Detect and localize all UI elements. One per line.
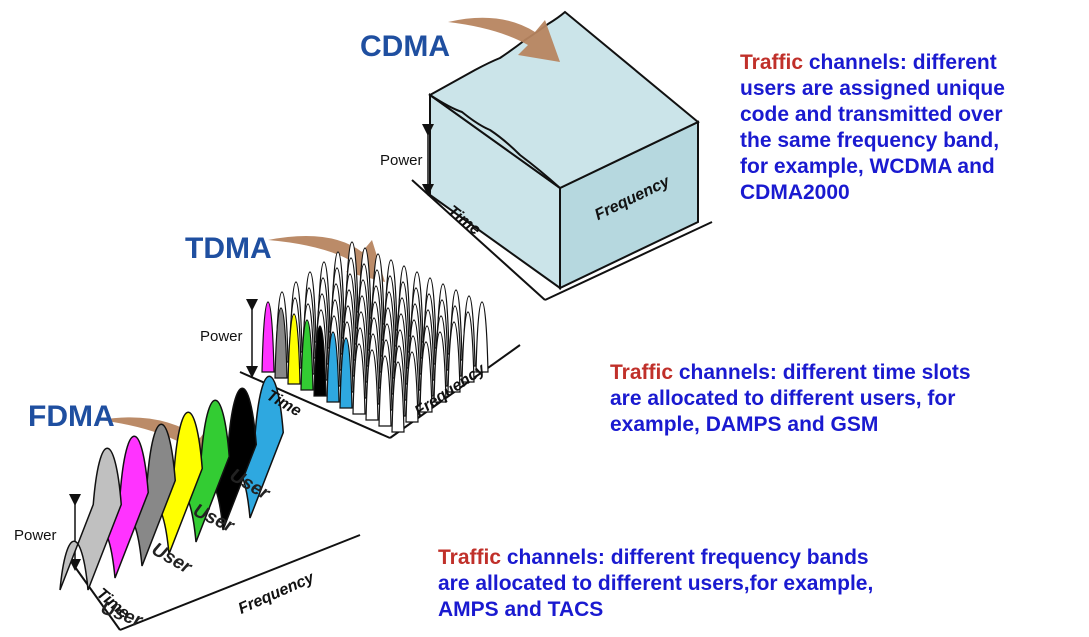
tdma-slot-peak [419, 341, 433, 413]
fdma-diagram [59, 375, 361, 631]
tdma-slot-peak [391, 361, 405, 433]
cdma-desc-line: the same frequency band, [740, 129, 1000, 152]
fdma-band-ridge [59, 447, 123, 591]
cdma-title: CDMA [360, 30, 450, 63]
cdma-wave-edge [429, 94, 561, 189]
tdma-slot-peak [378, 355, 392, 427]
tdma-desc-line: are allocated to different users, for [610, 387, 956, 410]
tdma-slot-peak [300, 319, 314, 391]
cdma-desc-line: CDMA2000 [740, 181, 850, 204]
fdma-power-label: Power [14, 527, 57, 544]
cdma-description: Traffic channels: different users are as… [740, 50, 1070, 206]
cdma-desc-line: users are assigned unique [740, 77, 1005, 100]
tdma-desc-keyword: Traffic [610, 361, 674, 384]
cdma-frequency-axis [544, 221, 713, 301]
tdma-slot-peak [313, 325, 327, 397]
tdma-slot-peak [365, 349, 379, 421]
fdma-desc-line: are allocated to different users,for exa… [438, 572, 874, 595]
tdma-slot-peak [274, 307, 288, 379]
cdma-time-axis [411, 179, 546, 301]
tdma-title: TDMA [185, 232, 272, 265]
tdma-slot-peak [433, 331, 447, 403]
tdma-slot-peak [461, 311, 475, 383]
tdma-slot-peak [339, 337, 353, 409]
cdma-arrow [448, 17, 560, 62]
fdma-description: Traffic channels: different frequency ba… [438, 545, 978, 623]
cdma-desc-keyword: Traffic [740, 51, 804, 74]
tdma-description: Traffic channels: different time slots a… [610, 360, 1070, 438]
tdma-slot-peak [287, 313, 301, 385]
fdma-desc-line: channels: different frequency bands [506, 546, 869, 569]
tdma-desc-line: channels: different time slots [678, 361, 971, 384]
fdma-desc-line: AMPS and TACS [438, 598, 604, 621]
cdma-power-label: Power [380, 152, 423, 169]
fdma-frequency-axis [119, 534, 361, 631]
tdma-slot-peak [261, 301, 275, 373]
cdma-block [411, 10, 713, 301]
cdma-desc-line: channels: different [808, 51, 997, 74]
tdma-desc-line: example, DAMPS and GSM [610, 413, 879, 436]
fdma-desc-keyword: Traffic [438, 546, 502, 569]
tdma-slot-peak [326, 331, 340, 403]
tdma-diagram [239, 236, 521, 439]
cdma-desc-line: for example, WCDMA and [740, 155, 995, 178]
tdma-slot-peak [475, 301, 489, 373]
fdma-title: FDMA [28, 400, 115, 433]
tdma-power-label: Power [200, 328, 243, 345]
tdma-slot-peak [405, 351, 419, 423]
tdma-slot-peak [352, 343, 366, 415]
fdma-time-axis [69, 559, 121, 631]
cdma-desc-line: code and transmitted over [740, 103, 1003, 126]
tdma-slot-peak [447, 321, 461, 393]
